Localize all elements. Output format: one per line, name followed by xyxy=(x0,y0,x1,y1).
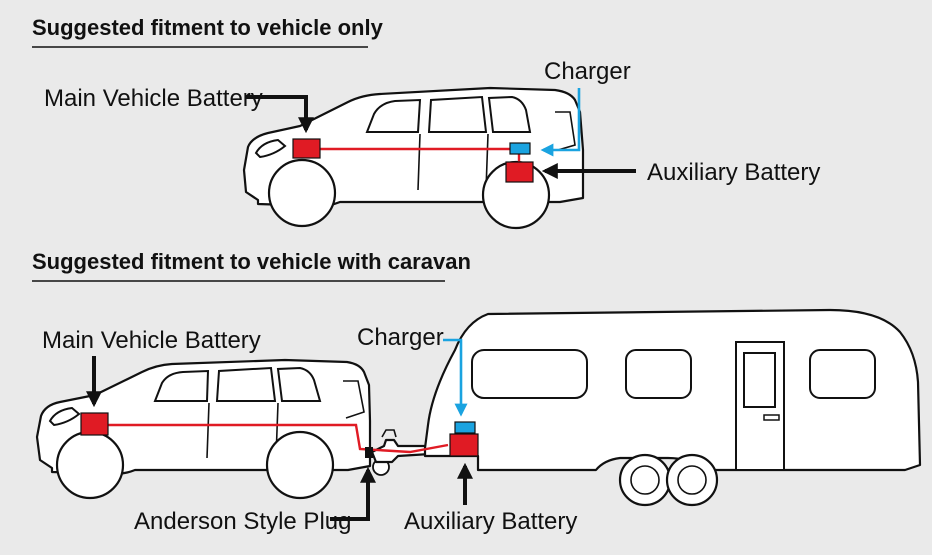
section-vehicle-only: Suggested fitment to vehicle only Main V… xyxy=(32,15,820,230)
vehicle-window-front xyxy=(365,98,422,133)
charger-box xyxy=(509,142,531,155)
vehicle-window-rear xyxy=(276,366,322,402)
main-battery-box xyxy=(80,412,109,436)
vehicle-illustration xyxy=(242,86,585,230)
label-main-battery: Main Vehicle Battery xyxy=(44,85,263,112)
charger-pointer xyxy=(540,88,581,157)
section-title-vehicle-caravan: Suggested fitment to vehicle with carava… xyxy=(32,249,471,274)
vehicle-rear-wheel xyxy=(265,430,335,500)
aux-battery-box xyxy=(449,433,479,457)
caravan-door-window xyxy=(743,352,776,408)
main-battery-box xyxy=(292,138,321,159)
caravan-window-front xyxy=(471,349,588,399)
vehicle-illustration xyxy=(35,358,372,500)
anderson-plug-pointer xyxy=(330,466,376,521)
aux-battery-box xyxy=(505,161,534,183)
label-anderson-plug: Anderson Style Plug xyxy=(134,508,351,535)
caravan-door-handle xyxy=(763,414,780,421)
vehicle-window-front xyxy=(153,369,210,402)
main-battery-pointer xyxy=(245,95,314,134)
caravan-window-rear xyxy=(809,349,876,399)
anderson-plug-connector xyxy=(365,447,373,458)
vehicle-window-middle xyxy=(215,366,277,402)
caravan-window-middle xyxy=(625,349,692,399)
label-charger: Charger xyxy=(357,324,444,351)
charger-pointer xyxy=(443,338,468,417)
vehicle-window-rear xyxy=(487,95,532,133)
label-aux-battery: Auxiliary Battery xyxy=(404,508,577,535)
vehicle-front-wheel xyxy=(55,430,125,500)
vehicle-window-middle xyxy=(427,95,488,133)
label-aux-battery: Auxiliary Battery xyxy=(647,159,820,186)
vehicle-headlight xyxy=(254,138,287,159)
label-charger: Charger xyxy=(544,58,631,85)
vehicle-front-wheel xyxy=(267,158,337,228)
battery-cable xyxy=(108,423,449,454)
label-main-battery: Main Vehicle Battery xyxy=(42,327,261,354)
section-vehicle-caravan: Suggested fitment to vehicle with carava… xyxy=(32,249,922,535)
section-title-vehicle-only: Suggested fitment to vehicle only xyxy=(32,15,384,40)
caravan-wheel-front xyxy=(618,453,672,507)
caravan-illustration xyxy=(423,308,922,507)
caravan-wheel-rear xyxy=(665,453,719,507)
vehicle-headlight xyxy=(48,406,81,427)
charger-box xyxy=(454,421,476,434)
